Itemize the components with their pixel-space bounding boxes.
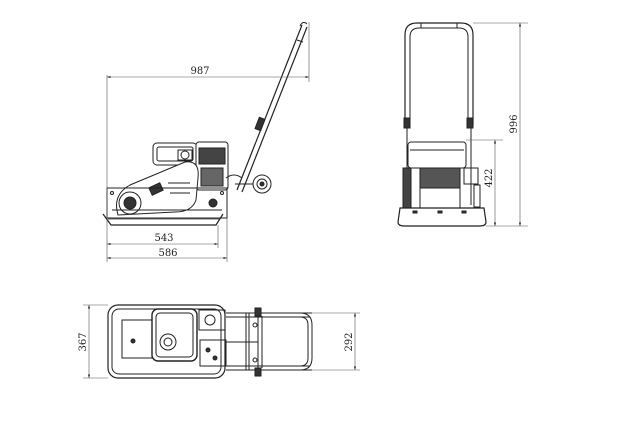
front-engine [407, 141, 467, 169]
front-view [397, 22, 487, 227]
dim-plate-width: 367 [78, 332, 89, 351]
handle-pivot [208, 198, 218, 208]
side-handle [236, 21, 308, 193]
dim-overall-length: 987 [190, 66, 209, 77]
front-dimensions [466, 22, 528, 227]
top-dimensions [83, 304, 360, 379]
top-view [107, 304, 313, 379]
side-dimensions [106, 22, 310, 262]
dim-engine-height: 422 [484, 168, 495, 187]
top-engine [151, 308, 198, 362]
muffler [199, 339, 227, 367]
top-handle [225, 307, 313, 377]
dim-plate-length: 543 [154, 233, 173, 244]
pulley [118, 191, 142, 215]
air-filter [198, 309, 226, 331]
dim-base-length: 586 [158, 248, 177, 259]
front-handle [404, 22, 474, 125]
dim-overall-height: 996 [509, 114, 520, 133]
dim-handle-width: 292 [344, 332, 355, 351]
side-view [102, 21, 308, 226]
